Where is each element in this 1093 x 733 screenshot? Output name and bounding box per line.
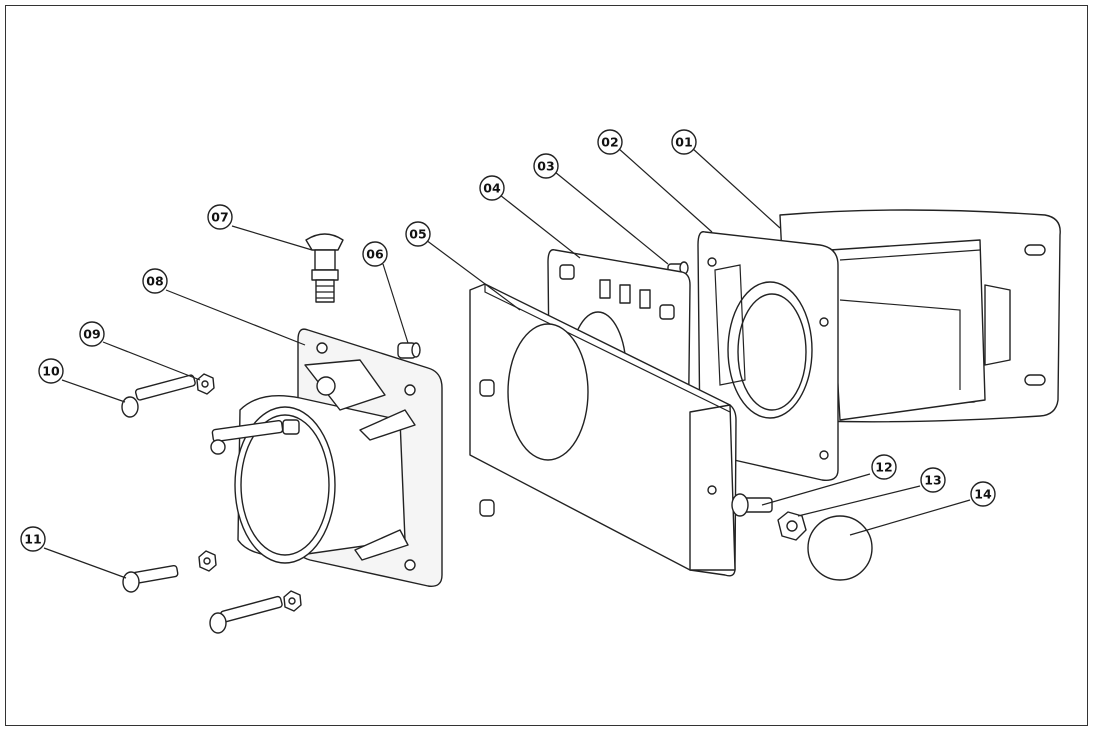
callout-03: 03 [533,153,559,179]
callout-11: 11 [20,526,46,552]
callout-01: 01 [671,129,697,155]
spring-plunger-part [305,233,344,303]
callout-13-label: 13 [924,473,941,488]
leader-08 [165,289,306,346]
callout-14-label: 14 [974,487,992,502]
leader-14 [849,499,971,536]
receptacle-housing-part [210,328,443,587]
leader-lines [43,147,971,579]
callout-10-label: 10 [42,364,60,379]
callout-12: 12 [871,454,897,480]
callout-09-label: 09 [83,327,100,342]
callout-09: 09 [79,321,105,347]
callout-06: 06 [362,241,388,267]
callout-06-label: 06 [366,247,384,262]
callout-08-label: 08 [146,274,163,289]
callout-02-label: 02 [601,135,618,150]
callout-04-label: 04 [483,181,501,196]
callout-07-label: 07 [211,210,228,225]
wall-bracket-part [779,209,1061,423]
mounting-plate-part [469,283,737,577]
callout-10: 10 [38,358,64,384]
callout-05: 05 [405,221,431,247]
leader-04 [499,194,581,259]
callout-08: 08 [142,268,168,294]
callout-12-label: 12 [875,460,892,475]
leader-06 [382,263,409,344]
leader-09 [102,341,201,381]
leader-07 [231,225,313,251]
callout-01-label: 01 [675,135,692,150]
leader-05 [425,239,521,311]
ball-cap-part [807,515,873,581]
drawing-frame [5,5,1088,726]
callout-13: 13 [920,467,946,493]
bolt-part [731,493,773,517]
callout-02: 02 [597,129,623,155]
callout-14: 14 [970,481,996,507]
callout-03-label: 03 [537,159,554,174]
leader-13 [797,485,921,517]
screw-10-part [121,374,196,418]
callout-07: 07 [207,204,233,230]
leader-01 [691,147,781,229]
leader-03 [554,171,669,265]
bushing-part [397,342,421,359]
callout-05-label: 05 [409,227,426,242]
pin-part [667,261,689,275]
screw-11-part [122,550,302,634]
lock-nut-part [777,511,807,541]
nut-part [196,373,215,395]
callout-11-label: 11 [24,532,41,547]
leader-12 [761,473,871,506]
leader-02 [617,147,713,233]
leader-10 [61,379,126,403]
leader-11 [43,547,127,579]
callout-04: 04 [479,175,505,201]
